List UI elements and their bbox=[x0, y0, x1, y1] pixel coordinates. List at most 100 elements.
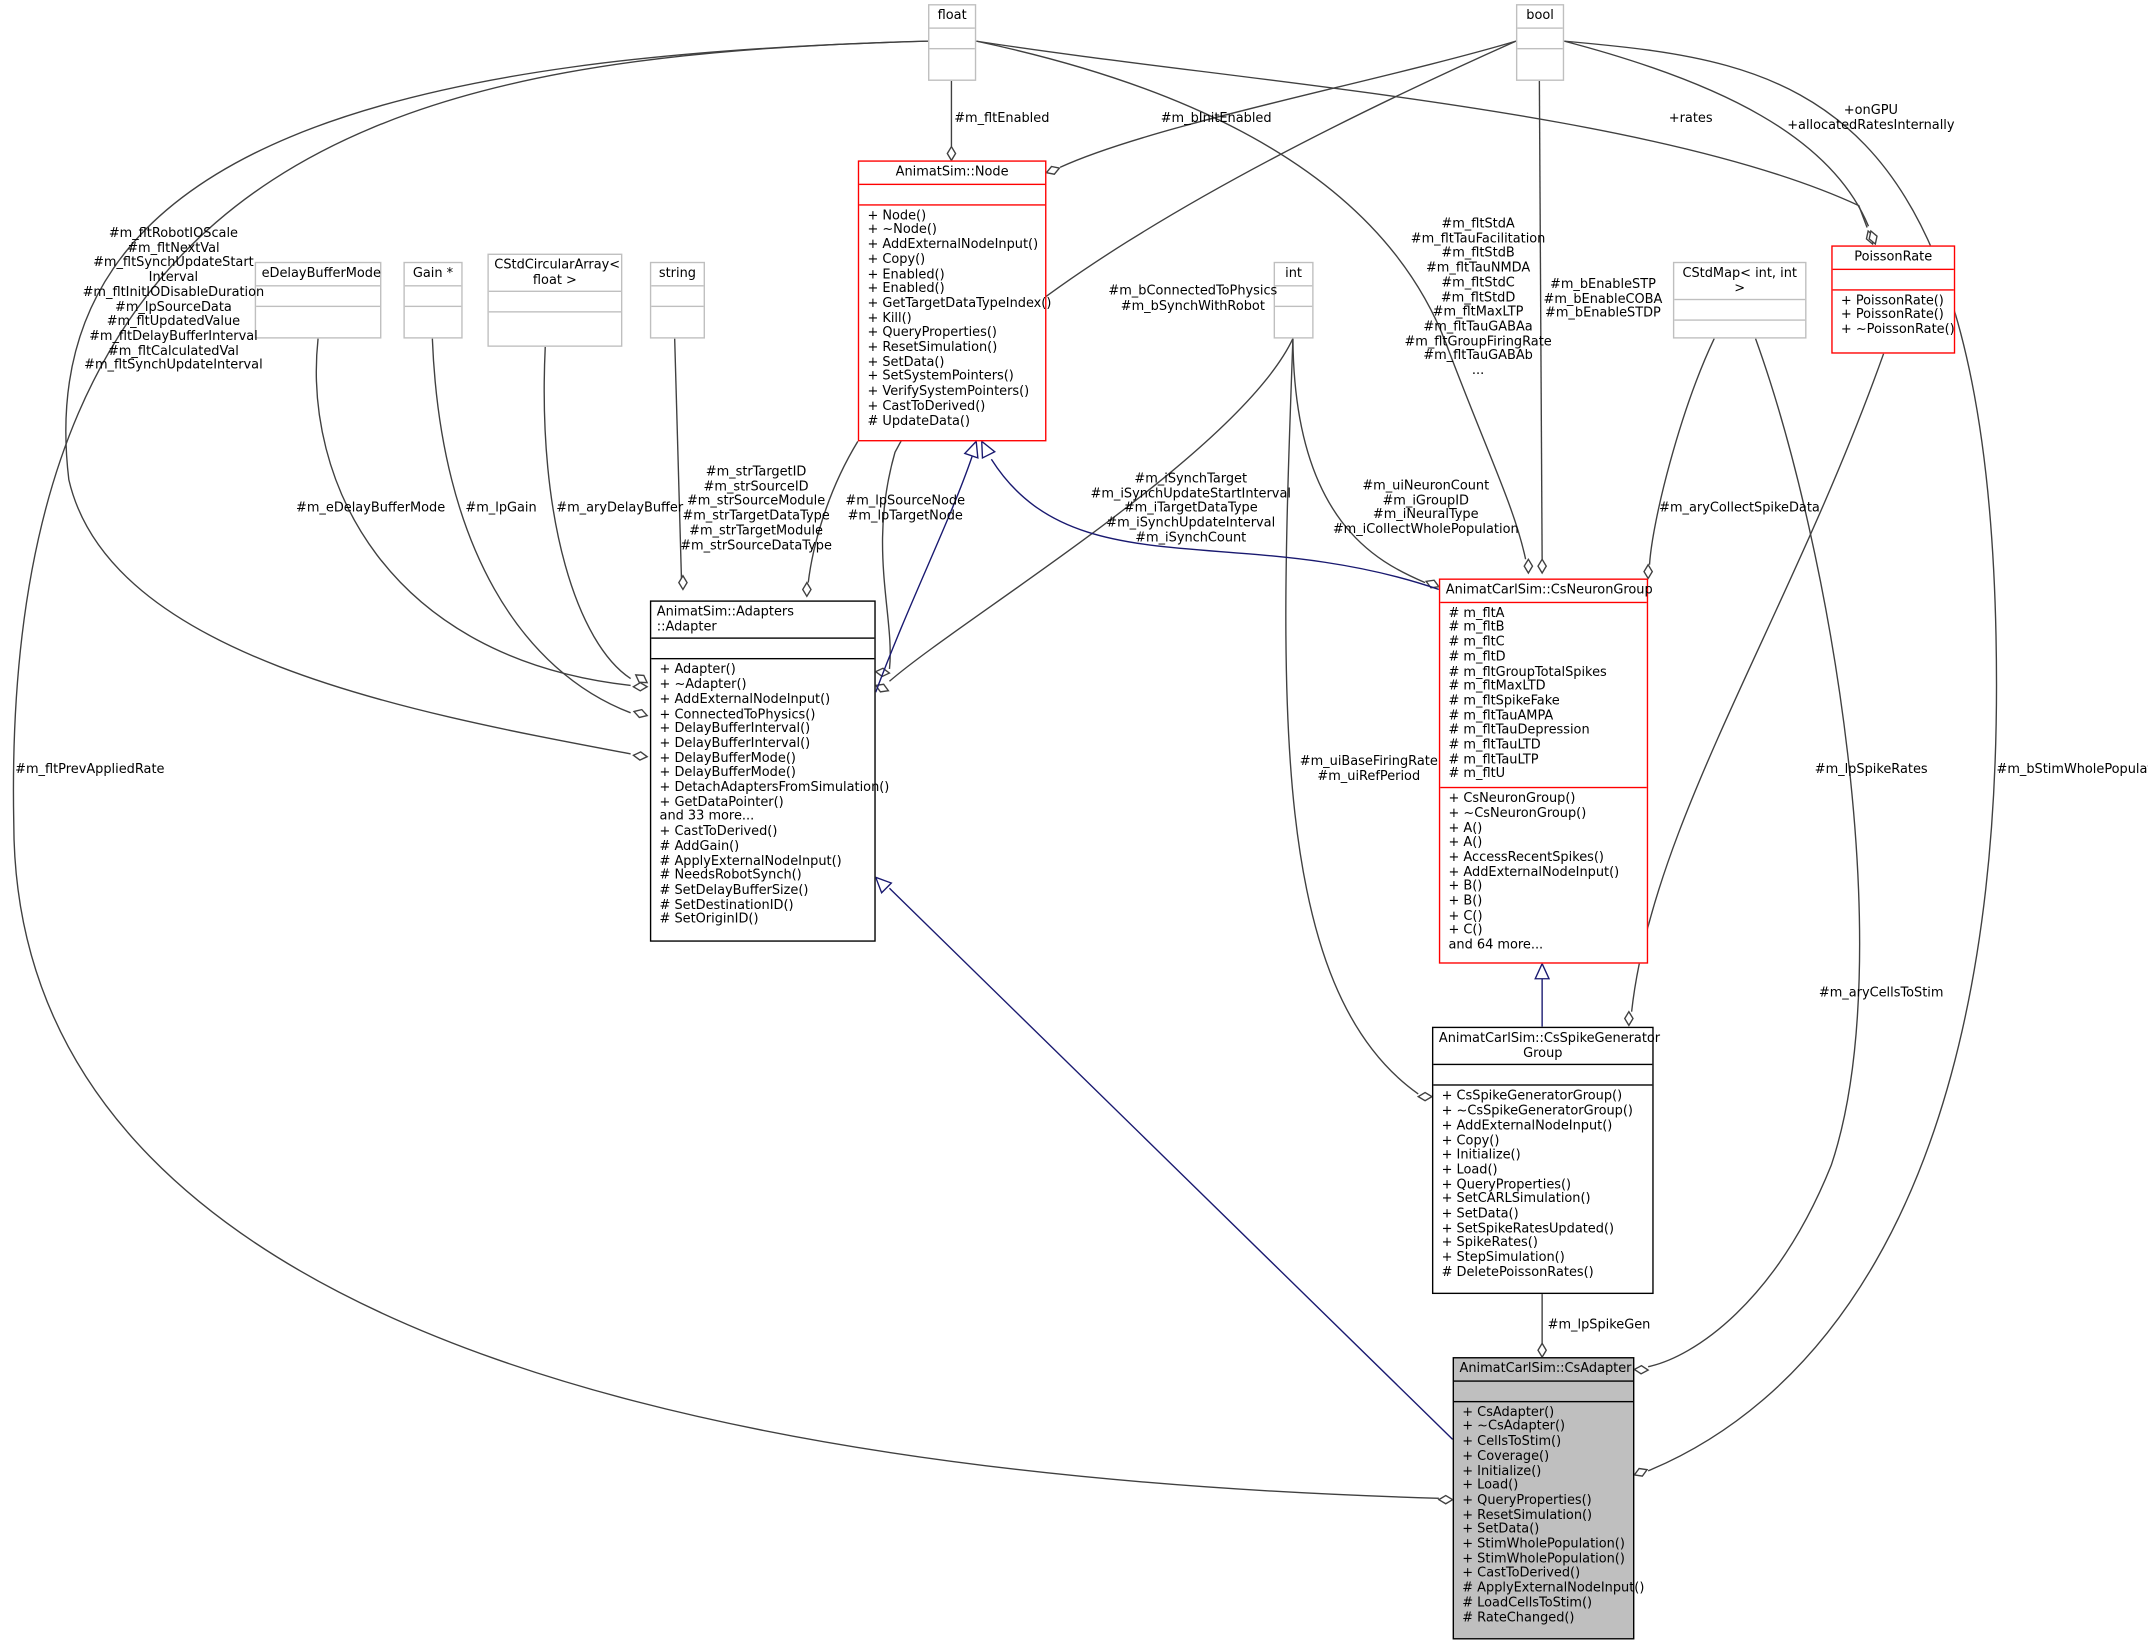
class-animatsim-node[interactable]: AnimatSim::Node + Node()+ ~Node()+ AddEx… bbox=[857, 160, 1052, 442]
aggregation-diamond bbox=[1416, 1091, 1434, 1102]
method: + StimWholePopulation() bbox=[1462, 1536, 1625, 1552]
class-csadapter[interactable]: AnimatCarlSim::CsAdapter + CsAdapter()+ … bbox=[1452, 1357, 1644, 1640]
class-edelaybuffermode[interactable]: eDelayBufferMode bbox=[254, 261, 382, 339]
method: + GetTargetDataTypeIndex() bbox=[867, 295, 1052, 312]
class-methods: + CsSpikeGeneratorGroup()+ ~CsSpikeGener… bbox=[1433, 1084, 1653, 1285]
method: + SetData() bbox=[1441, 1206, 1519, 1222]
class-csneurongroup[interactable]: AnimatCarlSim::CsNeuronGroup # m_fltA# m… bbox=[1438, 578, 1653, 964]
method: + DelayBufferInterval() bbox=[659, 736, 811, 752]
class-title: float bbox=[937, 8, 967, 24]
class-float[interactable]: float bbox=[928, 4, 977, 81]
method: # SetDelayBufferSize() bbox=[659, 882, 809, 898]
method: + ConnectedToPhysics() bbox=[659, 706, 816, 722]
class-string[interactable]: string bbox=[649, 261, 705, 339]
class-title: AnimatCarlSim::CsAdapter bbox=[1459, 1361, 1632, 1377]
method: # ApplyExternalNodeInput() bbox=[659, 853, 842, 869]
class-csspikegeneratorgroup[interactable]: AnimatCarlSim::CsSpikeGenerator Group + … bbox=[1431, 1026, 1660, 1295]
method: + Enabled() bbox=[867, 281, 945, 297]
aggregation-diamond bbox=[1537, 557, 1548, 575]
method: + CsNeuronGroup() bbox=[1448, 791, 1576, 807]
class-methods: + PoissonRate() + PoissonRate() + ~Poiss… bbox=[1832, 288, 1955, 343]
method: + CastToDerived() bbox=[867, 398, 986, 414]
class-attributes bbox=[488, 291, 621, 312]
class-attributes bbox=[1832, 268, 1954, 289]
attribute: # m_fltTauLTP bbox=[1448, 752, 1539, 768]
method: + ~CsAdapter() bbox=[1462, 1419, 1566, 1435]
edge-csadapter-inherits-adapter bbox=[888, 887, 1454, 1440]
method: + SpikeRates() bbox=[1441, 1235, 1538, 1251]
class-adapter[interactable]: AnimatSim::Adapters ::Adapter + Adapter(… bbox=[649, 600, 889, 942]
attribute: # m_fltTauDepression bbox=[1448, 722, 1590, 738]
edge-int-spikegen bbox=[1285, 338, 1419, 1095]
method: + ~Node() bbox=[867, 222, 937, 238]
edge-int-neuron bbox=[1292, 338, 1426, 584]
class-methods: + Adapter()+ ~Adapter()+ AddExternalNode… bbox=[651, 658, 889, 933]
attribute: # m_fltA bbox=[1448, 605, 1505, 621]
class-attributes bbox=[1517, 27, 1563, 48]
edge-adapter-inherits-node bbox=[875, 456, 973, 693]
aggregation-diamond bbox=[1045, 165, 1061, 175]
method: + C() bbox=[1448, 923, 1483, 939]
edge-label-connected: #m_bConnectedToPhysics #m_bSynchWithRobo… bbox=[1108, 283, 1278, 314]
method: + CsSpikeGeneratorGroup() bbox=[1441, 1088, 1623, 1105]
class-cstdmap[interactable]: CStdMap< int, int > bbox=[1672, 261, 1807, 341]
attribute: # m_fltD bbox=[1448, 649, 1506, 665]
method: # NeedsRobotSynch() bbox=[659, 868, 802, 884]
edge-bool-poisson bbox=[1563, 40, 1870, 227]
class-title: AnimatSim::Adapters ::Adapter bbox=[656, 604, 794, 635]
class-bool[interactable]: bool bbox=[1515, 4, 1565, 81]
method: + DelayBufferMode() bbox=[659, 765, 796, 781]
method: # DeletePoissonRates() bbox=[1441, 1265, 1594, 1281]
method: + AddExternalNodeInput() bbox=[1448, 864, 1620, 880]
aggregation-diamond bbox=[632, 751, 649, 761]
edge-label-adapter-floats: #m_fltRobotIOScale #m_fltNextVal #m_fltS… bbox=[82, 226, 265, 374]
aggregation-diamond bbox=[1633, 1364, 1650, 1375]
class-title: bool bbox=[1526, 8, 1554, 24]
class-int[interactable]: int bbox=[1273, 261, 1314, 339]
attribute: # m_fltMaxLTD bbox=[1448, 678, 1546, 694]
edge-label-ongpu: +onGPU +allocatedRatesInternally bbox=[1787, 102, 1955, 133]
method: + ~PoissonRate() bbox=[1840, 322, 1955, 338]
method: + CastToDerived() bbox=[659, 824, 778, 840]
aggregation-diamond bbox=[874, 683, 890, 693]
attribute: # m_fltU bbox=[1448, 766, 1506, 782]
edge-label-benable: #m_bEnableSTP #m_bEnableCOBA #m_bEnableS… bbox=[1543, 276, 1663, 322]
edge-label-bstimwhole: #m_bStimWholePopulation bbox=[1996, 762, 2148, 778]
aggregation-diamond bbox=[1623, 1010, 1634, 1027]
class-methods: + CsAdapter()+ ~CsAdapter()+ CellsToStim… bbox=[1454, 1400, 1644, 1631]
class-methods bbox=[1674, 319, 1806, 341]
aggregation-diamond bbox=[946, 145, 957, 162]
attribute: # m_fltGroupTotalSpikes bbox=[1448, 664, 1607, 680]
method: + Kill() bbox=[867, 310, 912, 326]
class-title: Gain * bbox=[412, 265, 454, 282]
class-attributes bbox=[651, 284, 704, 306]
method: + AccessRecentSpikes() bbox=[1448, 849, 1604, 865]
method: + QueryProperties() bbox=[867, 325, 997, 341]
edge-label-prevrate: #m_fltPrevAppliedRate bbox=[15, 762, 165, 778]
edge-label-flt-enabled: #m_fltEnabled bbox=[954, 111, 1050, 127]
edge-int-adapter bbox=[889, 338, 1294, 682]
class-poissonrate[interactable]: PoissonRate + PoissonRate() + PoissonRat… bbox=[1831, 245, 1956, 354]
edge-bool-csadapter bbox=[1564, 40, 1998, 1472]
edge-node-adapter bbox=[807, 441, 859, 583]
edge-string-adapter bbox=[673, 338, 683, 583]
class-gain-pointer[interactable]: Gain * bbox=[403, 261, 463, 339]
aggregation-diamond bbox=[1643, 563, 1654, 580]
method: + A() bbox=[1448, 835, 1483, 851]
class-methods bbox=[929, 47, 975, 69]
class-methods bbox=[1275, 305, 1313, 326]
class-methods bbox=[651, 305, 704, 326]
method: + Enabled() bbox=[867, 266, 945, 282]
class-attributes bbox=[1433, 1064, 1653, 1085]
edge-label-lpgain: #m_lpGain bbox=[465, 500, 537, 516]
method: + SetCARLSimulation() bbox=[1441, 1191, 1591, 1207]
attribute: # m_fltC bbox=[1448, 634, 1505, 650]
aggregation-diamond bbox=[1537, 1342, 1548, 1359]
class-cstdcirculararray[interactable]: CStdCircularArray< float > bbox=[487, 253, 623, 347]
method: + AddExternalNodeInput() bbox=[1441, 1118, 1613, 1134]
class-title: eDelayBufferMode bbox=[261, 265, 381, 282]
attribute: # m_fltTauAMPA bbox=[1448, 708, 1554, 724]
method: # LoadCellsToStim() bbox=[1462, 1595, 1593, 1611]
